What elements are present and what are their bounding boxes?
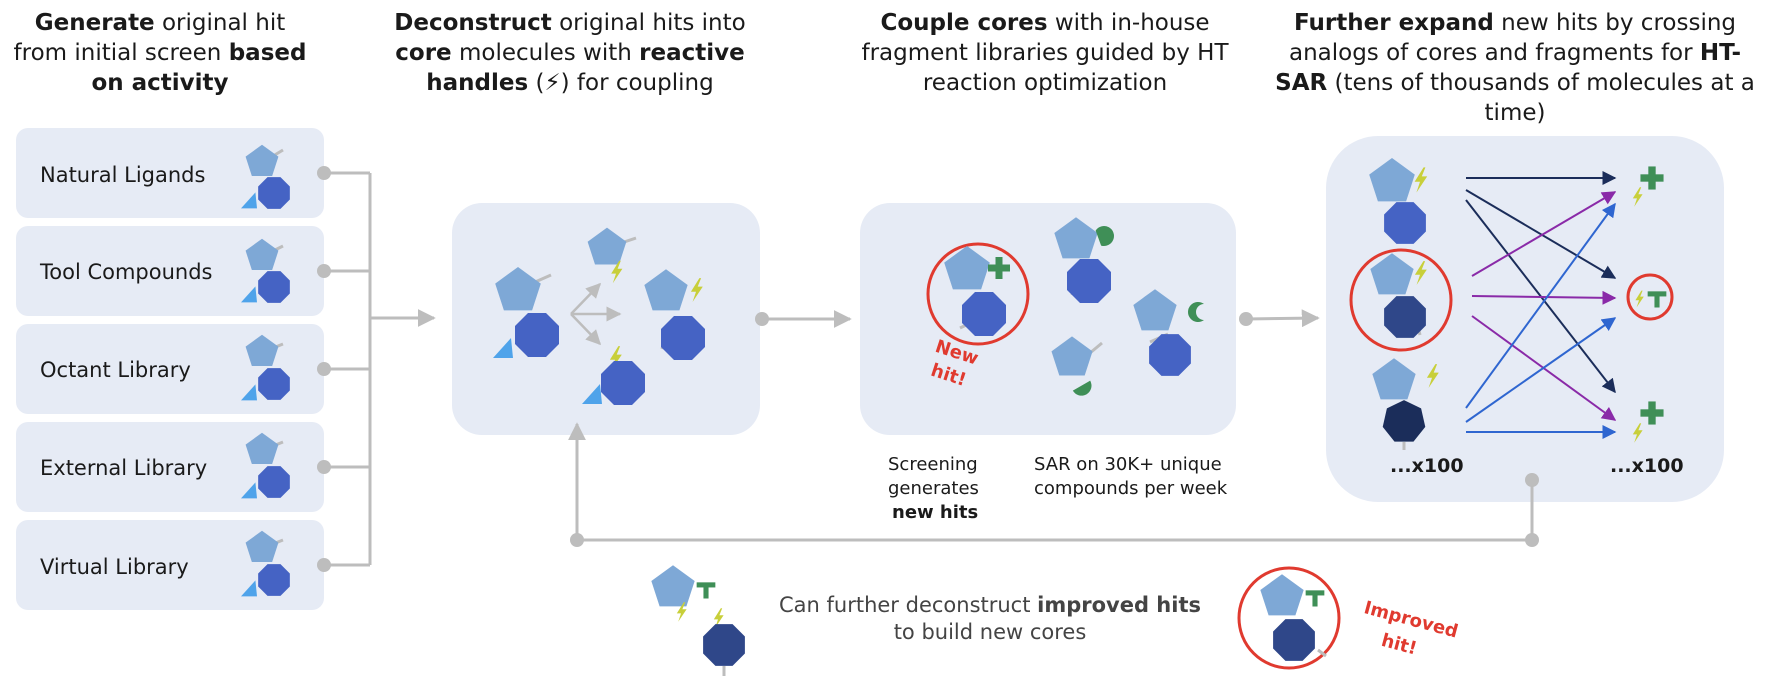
new-hit-molecule	[926, 242, 1030, 346]
step-heading-expand: Further expand new hits by crossing anal…	[1275, 10, 1755, 126]
source-box-virtual-library: Virtual Library	[16, 520, 331, 610]
sar-note-line2: compounds per week	[1034, 478, 1228, 499]
original-molecule	[493, 267, 559, 358]
coupled-molecule-bottom-left	[1051, 336, 1103, 396]
step-heading-couple: Couple cores with in-house fragment libr…	[861, 10, 1229, 96]
source-label: Virtual Library	[40, 555, 189, 579]
source-box-tool-compounds: Tool Compounds	[16, 226, 331, 316]
source-label: Octant Library	[40, 358, 191, 382]
step-heading-deconstruct: Deconstruct original hits into core mole…	[394, 10, 746, 96]
connector-couple-to-expand	[1239, 309, 1320, 328]
source-box-external-library: External Library	[16, 422, 331, 512]
improved-hit-label-line1: Improved	[1362, 597, 1461, 642]
core-fragment-top	[587, 227, 637, 284]
fragment-analog-2-highlight	[1626, 273, 1674, 321]
cross-arrows	[1465, 171, 1617, 439]
screening-note-line3: new hits	[892, 502, 978, 523]
core-analog-3	[1372, 358, 1439, 450]
footer-note: Can further deconstruct improved hits to…	[778, 593, 1201, 644]
core-fragment-right	[644, 269, 705, 360]
improved-hit-label-line2: hit!	[1379, 630, 1419, 660]
sar-note-line1: SAR on 30K+ unique	[1034, 454, 1222, 475]
fragment-count-label: ...x100	[1610, 455, 1684, 477]
coupled-molecule-top	[1054, 217, 1114, 303]
molecule-icon	[241, 530, 290, 597]
source-label: Natural Ligands	[40, 163, 205, 187]
source-label: External Library	[40, 456, 207, 480]
improved-hit-molecule	[1237, 566, 1341, 670]
connector-deconstruct-to-couple	[755, 310, 852, 328]
expand-panel: ...x100 ...x100	[1326, 136, 1724, 502]
molecule-icon	[241, 238, 290, 303]
source-list: Natural Ligands Tool Compounds Octant Li	[16, 128, 331, 610]
deconstruct-panel	[452, 203, 760, 435]
split-arrows	[570, 282, 622, 346]
source-box-octant-library: Octant Library	[16, 324, 331, 414]
source-label: Tool Compounds	[39, 260, 213, 284]
screening-note-line2: generates	[888, 478, 979, 499]
deconstructed-improved-hit	[651, 565, 745, 676]
source-box-natural-ligands: Natural Ligands	[16, 128, 331, 218]
screening-note-line1: Screening	[888, 454, 978, 475]
merge-connector	[324, 171, 436, 567]
molecule-icon	[241, 144, 290, 209]
core-analog-1	[1369, 158, 1428, 244]
couple-panel: New hit!	[860, 203, 1236, 435]
molecule-icon	[241, 432, 290, 499]
step-heading-generate: Generate original hit from initial scree…	[13, 10, 307, 96]
feedback-loop	[568, 422, 1539, 547]
coupled-molecule-right	[1133, 289, 1204, 376]
molecule-icon	[241, 334, 290, 401]
core-count-label: ...x100	[1390, 455, 1464, 477]
core-analog-2-highlight	[1349, 248, 1453, 352]
